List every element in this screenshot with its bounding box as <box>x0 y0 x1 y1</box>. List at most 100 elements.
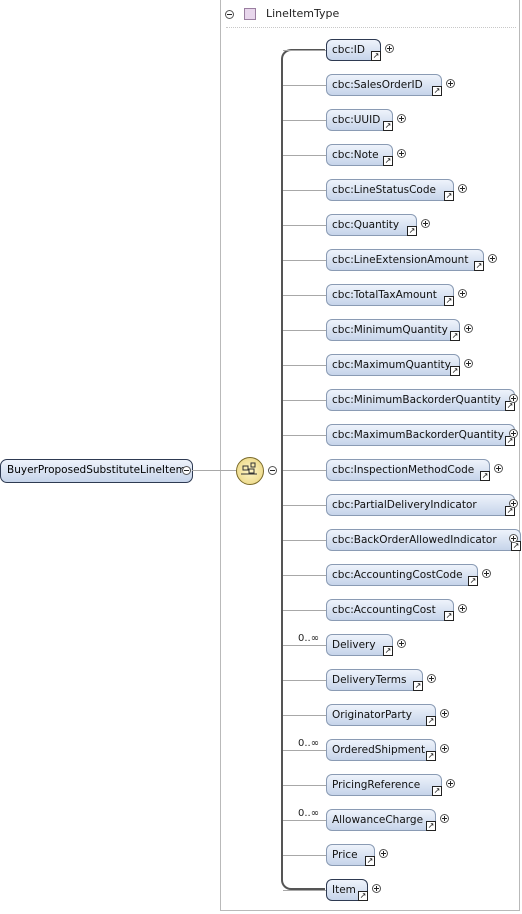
expand-icon[interactable] <box>440 744 449 753</box>
expand-icon[interactable] <box>494 464 503 473</box>
type-collapse-icon[interactable] <box>225 10 234 19</box>
element-node[interactable]: OrderedShipment↗ <box>326 739 436 761</box>
element-label: cbc:AccountingCostCode <box>332 569 463 581</box>
root-collapse-icon[interactable] <box>182 466 191 475</box>
expand-icon[interactable] <box>372 884 381 893</box>
element-label: cbc:PartialDeliveryIndicator <box>332 499 477 511</box>
element-label: cbc:BackOrderAllowedIndicator <box>332 534 497 546</box>
element-connector <box>283 295 326 296</box>
reference-arrow-icon: ↗ <box>474 261 484 271</box>
expand-icon[interactable] <box>509 534 518 543</box>
element-label: cbc:Note <box>332 149 379 161</box>
element-node[interactable]: AllowanceCharge↗ <box>326 809 436 831</box>
element-label: cbc:TotalTaxAmount <box>332 289 437 301</box>
element-node[interactable]: cbc:LineExtensionAmount↗ <box>326 249 484 271</box>
cardinality-label: 0..∞ <box>298 738 320 749</box>
expand-icon[interactable] <box>397 114 406 123</box>
element-node[interactable]: cbc:UUID↗ <box>326 109 393 131</box>
sequence-collapse-icon[interactable] <box>268 466 277 475</box>
element-node[interactable]: cbc:LineStatusCode↗ <box>326 179 454 201</box>
element-connector <box>283 505 326 506</box>
element-label: cbc:LineStatusCode <box>332 184 436 196</box>
element-connector <box>283 750 326 751</box>
sequence-icon <box>241 462 257 475</box>
element-connector <box>283 540 326 541</box>
element-node[interactable]: OriginatorParty↗ <box>326 704 436 726</box>
element-node[interactable]: cbc:InspectionMethodCode↗ <box>326 459 490 481</box>
element-node[interactable]: cbc:MaximumQuantity↗ <box>326 354 460 376</box>
element-node[interactable]: cbc:ID ↗ <box>326 39 381 61</box>
element-connector <box>283 645 326 646</box>
expand-icon[interactable] <box>427 674 436 683</box>
element-node[interactable]: Price ↗ <box>326 844 375 866</box>
reference-arrow-icon: ↗ <box>426 821 436 831</box>
reference-arrow-icon: ↗ <box>444 611 454 621</box>
expand-icon[interactable] <box>397 639 406 648</box>
type-name: LineItemType <box>266 7 340 20</box>
element-node[interactable]: cbc:BackOrderAllowedIndicator↗ <box>326 529 521 551</box>
expand-icon[interactable] <box>464 324 473 333</box>
element-node[interactable]: cbc:Quantity ↗ <box>326 214 417 236</box>
element-connector <box>283 715 326 716</box>
sequence-compositor[interactable] <box>236 457 264 485</box>
expand-icon[interactable] <box>446 779 455 788</box>
expand-icon[interactable] <box>385 44 394 53</box>
element-label: OriginatorParty <box>332 709 412 721</box>
element-node[interactable]: cbc:AccountingCost↗ <box>326 599 454 621</box>
expand-icon[interactable] <box>446 79 455 88</box>
element-node[interactable]: cbc:MinimumQuantity↗ <box>326 319 460 341</box>
element-node[interactable]: Item↗ <box>326 879 368 901</box>
element-connector <box>283 330 326 331</box>
reference-arrow-icon: ↗ <box>450 331 460 341</box>
reference-arrow-icon: ↗ <box>450 366 460 376</box>
element-label: Item <box>332 884 356 896</box>
element-node[interactable]: cbc:SalesOrderID↗ <box>326 74 442 96</box>
expand-icon[interactable] <box>440 709 449 718</box>
element-label: cbc:MinimumQuantity <box>332 324 448 336</box>
reference-arrow-icon: ↗ <box>365 856 375 866</box>
element-node[interactable]: cbc:MinimumBackorderQuantity↗ <box>326 389 515 411</box>
reference-arrow-icon: ↗ <box>480 471 490 481</box>
element-node[interactable]: Delivery↗ <box>326 634 393 656</box>
root-element-label: BuyerProposedSubstituteLineItem <box>7 464 186 476</box>
root-element[interactable]: BuyerProposedSubstituteLineItem <box>0 459 193 483</box>
expand-icon[interactable] <box>458 184 467 193</box>
element-connector <box>283 400 326 401</box>
expand-icon[interactable] <box>397 149 406 158</box>
reference-arrow-icon: ↗ <box>371 51 381 61</box>
expand-icon[interactable] <box>509 429 518 438</box>
expand-icon[interactable] <box>482 569 491 578</box>
element-node[interactable]: cbc:PartialDeliveryIndicator↗ <box>326 494 515 516</box>
element-node[interactable]: cbc:TotalTaxAmount↗ <box>326 284 454 306</box>
element-label: cbc:Quantity <box>332 219 400 231</box>
element-connector <box>283 50 326 51</box>
expand-icon[interactable] <box>464 359 473 368</box>
element-connector <box>283 680 326 681</box>
element-node[interactable]: cbc:AccountingCostCode↗ <box>326 564 478 586</box>
expand-icon[interactable] <box>458 289 467 298</box>
expand-icon[interactable] <box>509 394 518 403</box>
element-node[interactable]: cbc:Note ↗ <box>326 144 393 166</box>
root-connector <box>192 470 236 471</box>
element-label: cbc:ID <box>332 44 365 56</box>
expand-icon[interactable] <box>421 219 430 228</box>
cardinality-label: 0..∞ <box>298 808 320 819</box>
element-label: DeliveryTerms <box>332 674 407 686</box>
element-connector <box>283 120 326 121</box>
element-label: Delivery <box>332 639 376 651</box>
reference-arrow-icon: ↗ <box>407 226 417 236</box>
element-connector <box>283 365 326 366</box>
expand-icon[interactable] <box>509 499 518 508</box>
element-label: AllowanceCharge <box>332 814 424 826</box>
expand-icon[interactable] <box>379 849 388 858</box>
element-node[interactable]: cbc:MaximumBackorderQuantity↗ <box>326 424 515 446</box>
reference-arrow-icon: ↗ <box>432 86 442 96</box>
element-node[interactable]: PricingReference↗ <box>326 774 442 796</box>
element-label: Price <box>332 849 358 861</box>
expand-icon[interactable] <box>458 604 467 613</box>
expand-icon[interactable] <box>488 254 497 263</box>
element-connector <box>283 225 326 226</box>
reference-arrow-icon: ↗ <box>383 156 393 166</box>
expand-icon[interactable] <box>440 814 449 823</box>
element-node[interactable]: DeliveryTerms↗ <box>326 669 423 691</box>
